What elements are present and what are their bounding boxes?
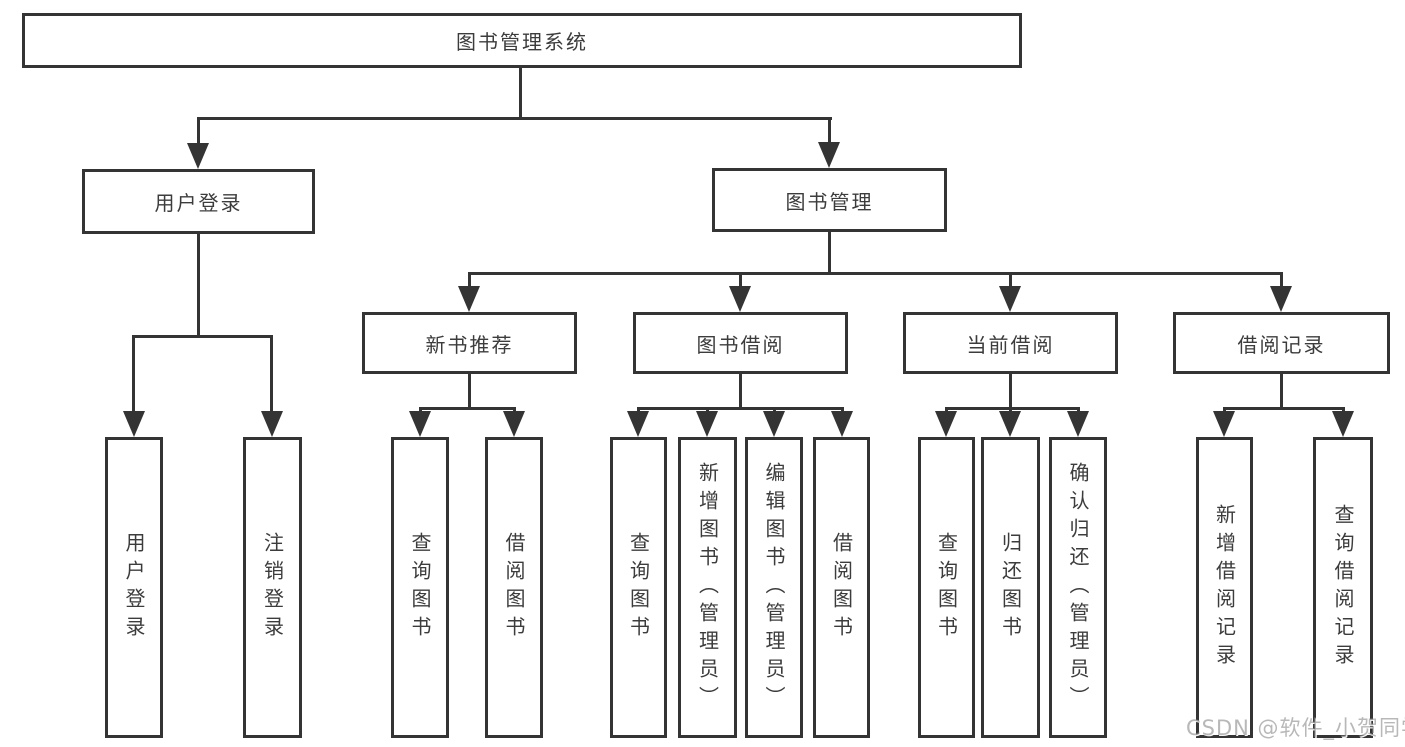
arrow-down-icon	[1067, 411, 1089, 437]
connector-drop-borrow-records	[1280, 272, 1283, 290]
arrow-down-icon	[261, 411, 283, 437]
leaf-add-books-admin: 新增图书（管理员）	[678, 437, 737, 738]
connector-rail-new-book	[419, 407, 515, 410]
connector-rail-user-login	[132, 335, 273, 338]
connector-stem-book-management	[828, 232, 831, 272]
connector-drop-leaf-logout	[270, 335, 273, 413]
connector-rail-book-borrowing	[637, 407, 844, 410]
node-book-borrowing: 图书借阅	[633, 312, 848, 374]
connector-drop-current-borrowing	[1009, 272, 1012, 290]
arrow-down-icon	[1270, 286, 1292, 312]
node-user-login: 用户登录	[82, 169, 315, 234]
leaf-logout: 注销登录	[243, 437, 302, 738]
connector-stem-book-borrowing	[739, 374, 742, 407]
leaf-confirm-return-admin: 确认归还（管理员）	[1049, 437, 1107, 738]
leaf-query-books-borrowing: 查询图书	[610, 437, 667, 738]
arrow-down-icon	[999, 286, 1021, 312]
node-borrow-records: 借阅记录	[1173, 312, 1390, 374]
connector-rail-book-management	[468, 272, 1282, 275]
leaf-query-borrow-record: 查询借阅记录	[1313, 437, 1373, 738]
connector-rail-root	[197, 117, 832, 120]
leaf-borrow-books-recommend: 借阅图书	[485, 437, 543, 738]
leaf-query-books-recommend: 查询图书	[391, 437, 449, 738]
connector-drop-book-borrowing	[739, 272, 742, 290]
arrow-down-icon	[763, 411, 785, 437]
connector-drop-new-book	[468, 272, 471, 290]
node-new-book-recommend: 新书推荐	[362, 312, 577, 374]
arrow-down-icon	[935, 411, 957, 437]
connector-drop-leaf-user-login	[132, 335, 135, 413]
arrow-down-icon	[831, 411, 853, 437]
connector-stem-new-book	[468, 374, 471, 407]
arrow-down-icon	[627, 411, 649, 437]
arrow-down-icon	[458, 286, 480, 312]
arrow-down-icon	[818, 142, 840, 168]
connector-stem-user-login	[197, 234, 200, 335]
leaf-edit-books-admin: 编辑图书（管理员）	[745, 437, 803, 738]
leaf-return-books: 归还图书	[981, 437, 1040, 738]
leaf-add-borrow-record: 新增借阅记录	[1196, 437, 1253, 738]
arrow-down-icon	[409, 411, 431, 437]
arrow-down-icon	[729, 286, 751, 312]
leaf-query-books-current: 查询图书	[918, 437, 975, 738]
node-book-management: 图书管理	[712, 168, 947, 232]
connector-rail-current-borrowing	[945, 407, 1080, 410]
arrow-down-icon	[999, 411, 1021, 437]
connector-rail-borrow-records	[1223, 407, 1344, 410]
arrow-down-icon	[1213, 411, 1235, 437]
leaf-borrow-books: 借阅图书	[813, 437, 870, 738]
connector-drop-user-login	[197, 117, 200, 145]
connector-drop-book-management	[828, 117, 831, 145]
arrow-down-icon	[696, 411, 718, 437]
connector-stem-borrow-records	[1280, 374, 1283, 407]
leaf-user-login: 用户登录	[105, 437, 163, 738]
arrow-down-icon	[187, 143, 209, 169]
arrow-down-icon	[1332, 411, 1354, 437]
watermark: CSDN @软件_小贺同学	[1186, 716, 1405, 740]
arrow-down-icon	[123, 411, 145, 437]
node-current-borrowing: 当前借阅	[903, 312, 1118, 374]
connector-stem-current-borrowing	[1009, 374, 1012, 407]
node-library-system: 图书管理系统	[22, 13, 1022, 68]
arrow-down-icon	[503, 411, 525, 437]
connector-stem-root	[519, 68, 522, 117]
